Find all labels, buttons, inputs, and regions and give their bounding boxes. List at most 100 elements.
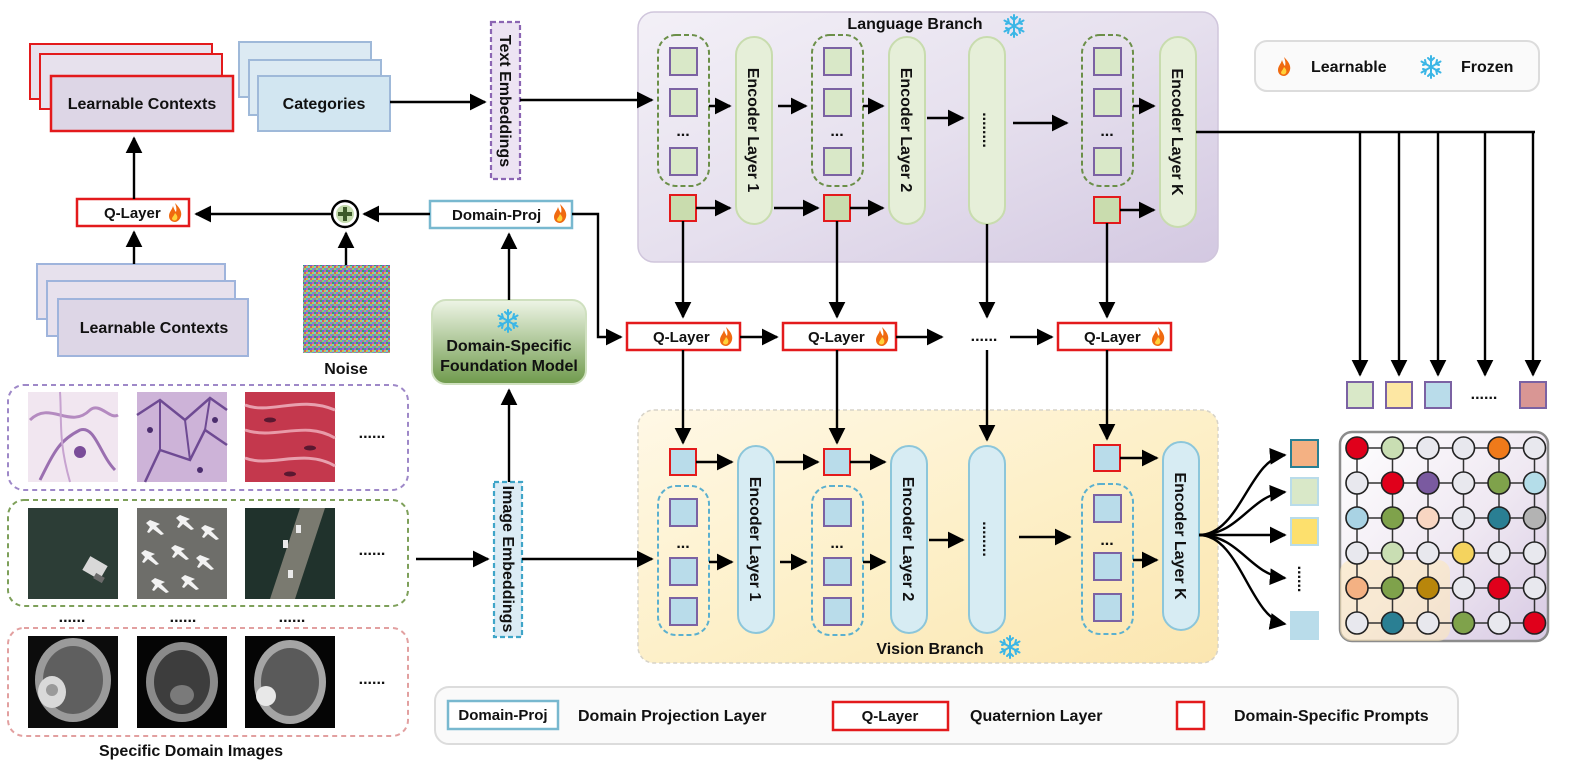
vis-token (669, 557, 698, 586)
similarity-cell (1487, 436, 1511, 460)
mri-ellipsis: ...... (359, 671, 386, 688)
lang-encoder-1-label: Encoder Layer 1 (744, 68, 761, 193)
vis-token (1093, 552, 1122, 581)
lang-token (669, 47, 698, 76)
lang-prompt-1 (669, 194, 697, 222)
vis-encoder-2 (890, 445, 928, 634)
similarity-cell (1487, 576, 1511, 600)
image-feature-square (1290, 439, 1319, 468)
legend-q-layer-box (831, 700, 950, 732)
noise-image (303, 265, 390, 353)
q-layer-mid-2-label: Q-Layer (808, 329, 865, 346)
legend-learnable: Learnable (1311, 59, 1387, 76)
vis-encoder-dots (968, 445, 1006, 634)
language-branch-panel (637, 11, 1219, 263)
similarity-cell (1522, 471, 1547, 495)
similarity-cell (1522, 611, 1547, 635)
legend-frozen: Frozen (1461, 59, 1513, 76)
similarity-cell (1522, 576, 1547, 600)
histology-image-1 (28, 391, 119, 483)
vis-prompt-2 (823, 448, 851, 476)
similarity-cell (1522, 541, 1547, 565)
similarity-cell (1380, 471, 1405, 495)
between-rows-ellipsis-1: ...... (59, 609, 86, 626)
image-feature-square (1290, 611, 1319, 640)
similarity-cell (1451, 506, 1476, 530)
aerial-image-3 (245, 508, 335, 599)
q-layer-mid-k (1056, 321, 1173, 352)
image-embeddings-label: Image Embeddings (499, 486, 516, 633)
learnable-contexts-bottom-stack (36, 263, 249, 357)
similarity-cell (1416, 541, 1440, 565)
aerial-image-1 (28, 508, 118, 599)
lang-encoder-k-label: Encoder Layer K (1168, 68, 1185, 196)
legend-domain-proj-box (446, 699, 560, 731)
vis-prompt-1 (669, 448, 697, 476)
similarity-cell (1522, 436, 1547, 460)
lang-prompt-k (1093, 196, 1121, 224)
text-output-dots: ...... (1471, 386, 1498, 403)
similarity-cell (1345, 541, 1369, 565)
vision-branch-title: Vision Branch (876, 641, 983, 658)
similarity-cell (1487, 471, 1511, 495)
vis-token-group-1 (657, 485, 710, 636)
lang-encoder-dots-label: ........ (979, 112, 996, 148)
text-feature-square (1424, 381, 1452, 409)
lang-token (669, 88, 698, 117)
image-feature-square (1290, 477, 1319, 506)
lang-token-dots-k: ... (1100, 123, 1113, 140)
specific-domain-images-label: Specific Domain Images (99, 743, 283, 760)
domain-proj-label: Domain-Proj (452, 207, 541, 224)
similarity-cell (1380, 576, 1405, 600)
similarity-cell (1416, 611, 1440, 635)
similarity-cell (1380, 541, 1405, 565)
lang-encoder-2-label: Encoder Layer 2 (897, 68, 914, 193)
lang-token (1093, 88, 1122, 117)
vis-token-dots-2: ... (830, 535, 843, 552)
lang-token (1093, 147, 1122, 176)
image-output-column (1290, 439, 1319, 640)
noise-label: Noise (324, 361, 368, 378)
legend-q-layer-label: Q-Layer (862, 708, 919, 725)
similarity-cell (1345, 576, 1369, 600)
histology-image-2 (136, 392, 228, 483)
text-feature-square (1519, 381, 1547, 409)
lang-prompt-2 (823, 194, 851, 222)
image-output-dots: ...... (1294, 566, 1311, 593)
similarity-cell (1522, 506, 1547, 530)
similarity-cell (1487, 611, 1511, 635)
legend-prompt-box (1175, 700, 1206, 731)
similarity-cell (1451, 436, 1476, 460)
vis-token (1093, 494, 1122, 523)
legend-top-box (1254, 40, 1540, 92)
lang-token (823, 147, 852, 176)
between-rows-ellipsis-2: ...... (170, 609, 197, 626)
text-embeddings-label: Text Embeddings (496, 35, 513, 167)
vis-encoder-k-label: Encoder Layer K (1171, 472, 1188, 600)
vis-prompt-k (1093, 444, 1121, 472)
lang-token (1093, 47, 1122, 76)
similarity-cell (1380, 506, 1405, 530)
legend-domain-proj-label: Domain-Proj (458, 707, 547, 724)
learnable-contexts-top-label: Learnable Contexts (68, 96, 217, 113)
vis-token (823, 597, 852, 626)
similarity-cell (1345, 471, 1369, 495)
lang-token-group-k (1081, 34, 1134, 187)
similarity-cell (1345, 436, 1369, 460)
legend-domain-proj-desc: Domain Projection Layer (578, 708, 767, 725)
aerial-ellipsis: ...... (359, 542, 386, 559)
vis-encoder-2-label: Encoder Layer 2 (899, 477, 916, 602)
foundation-model-line1: Domain-Specific (446, 338, 571, 355)
categories-label: Categories (283, 96, 366, 113)
similarity-cell (1345, 506, 1369, 530)
learnable-contexts-top-stack (29, 43, 235, 133)
vis-token (669, 597, 698, 626)
lang-token-group-2 (811, 34, 864, 187)
similarity-cell (1380, 611, 1405, 635)
text-output-row (1346, 381, 1547, 409)
lang-token-dots-2: ... (830, 123, 843, 140)
foundation-model-line2: Foundation Model (440, 358, 578, 375)
similarity-cell (1380, 436, 1405, 460)
vis-token (1093, 593, 1122, 622)
